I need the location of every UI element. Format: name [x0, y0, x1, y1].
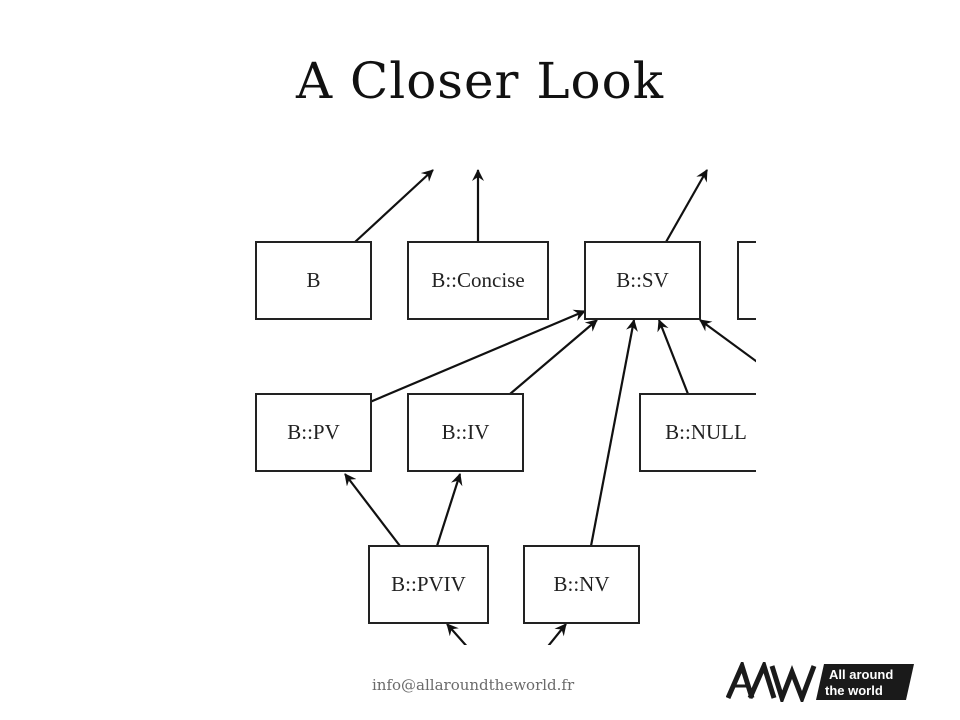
aaw-logo: All around the world — [726, 662, 914, 702]
aaw-logo-line1: All around — [829, 667, 893, 682]
node-sv-label: B::SV — [616, 268, 669, 292]
node-nv: B::NV — [523, 545, 640, 624]
node-b-label: B — [306, 268, 320, 292]
aaw-logo-tag — [816, 664, 914, 700]
edge-sv-up — [665, 169, 708, 243]
node-sv: B::SV — [584, 241, 701, 320]
edge-pviv-iv — [435, 473, 463, 547]
node-null-label: B::NULL — [665, 420, 747, 444]
node-pviv-label: B::PVIV — [391, 572, 466, 596]
aaw-logo-mark — [726, 662, 817, 702]
edge-pviv-pv — [344, 473, 401, 547]
edge-below-nv — [547, 623, 567, 645]
edge-null-sv — [657, 319, 690, 395]
edge-pv-sv — [369, 309, 586, 404]
node-partial-offscreen — [737, 241, 756, 320]
slide-title: A Closer Look — [295, 52, 665, 110]
edge-below-pviv — [446, 623, 468, 645]
edge-offscreen-sv — [699, 319, 756, 363]
aaw-logo-line2: the world — [825, 683, 883, 698]
edge-b-up — [354, 169, 434, 243]
node-pv-label: B::PV — [287, 420, 340, 444]
node-null: B::NULL — [639, 393, 756, 472]
footer-email: info@allaroundtheworld.fr — [372, 676, 575, 694]
node-iv: B::IV — [407, 393, 524, 472]
node-pviv: B::PVIV — [368, 545, 489, 624]
node-pv: B::PV — [255, 393, 372, 472]
edge-nv-sv — [589, 319, 638, 547]
node-b: B — [255, 241, 372, 320]
node-nv-label: B::NV — [553, 572, 609, 596]
node-concise: B::Concise — [407, 241, 549, 320]
edge-iv-sv — [509, 319, 598, 395]
node-iv-label: B::IV — [442, 420, 490, 444]
node-concise-label: B::Concise — [431, 268, 524, 292]
